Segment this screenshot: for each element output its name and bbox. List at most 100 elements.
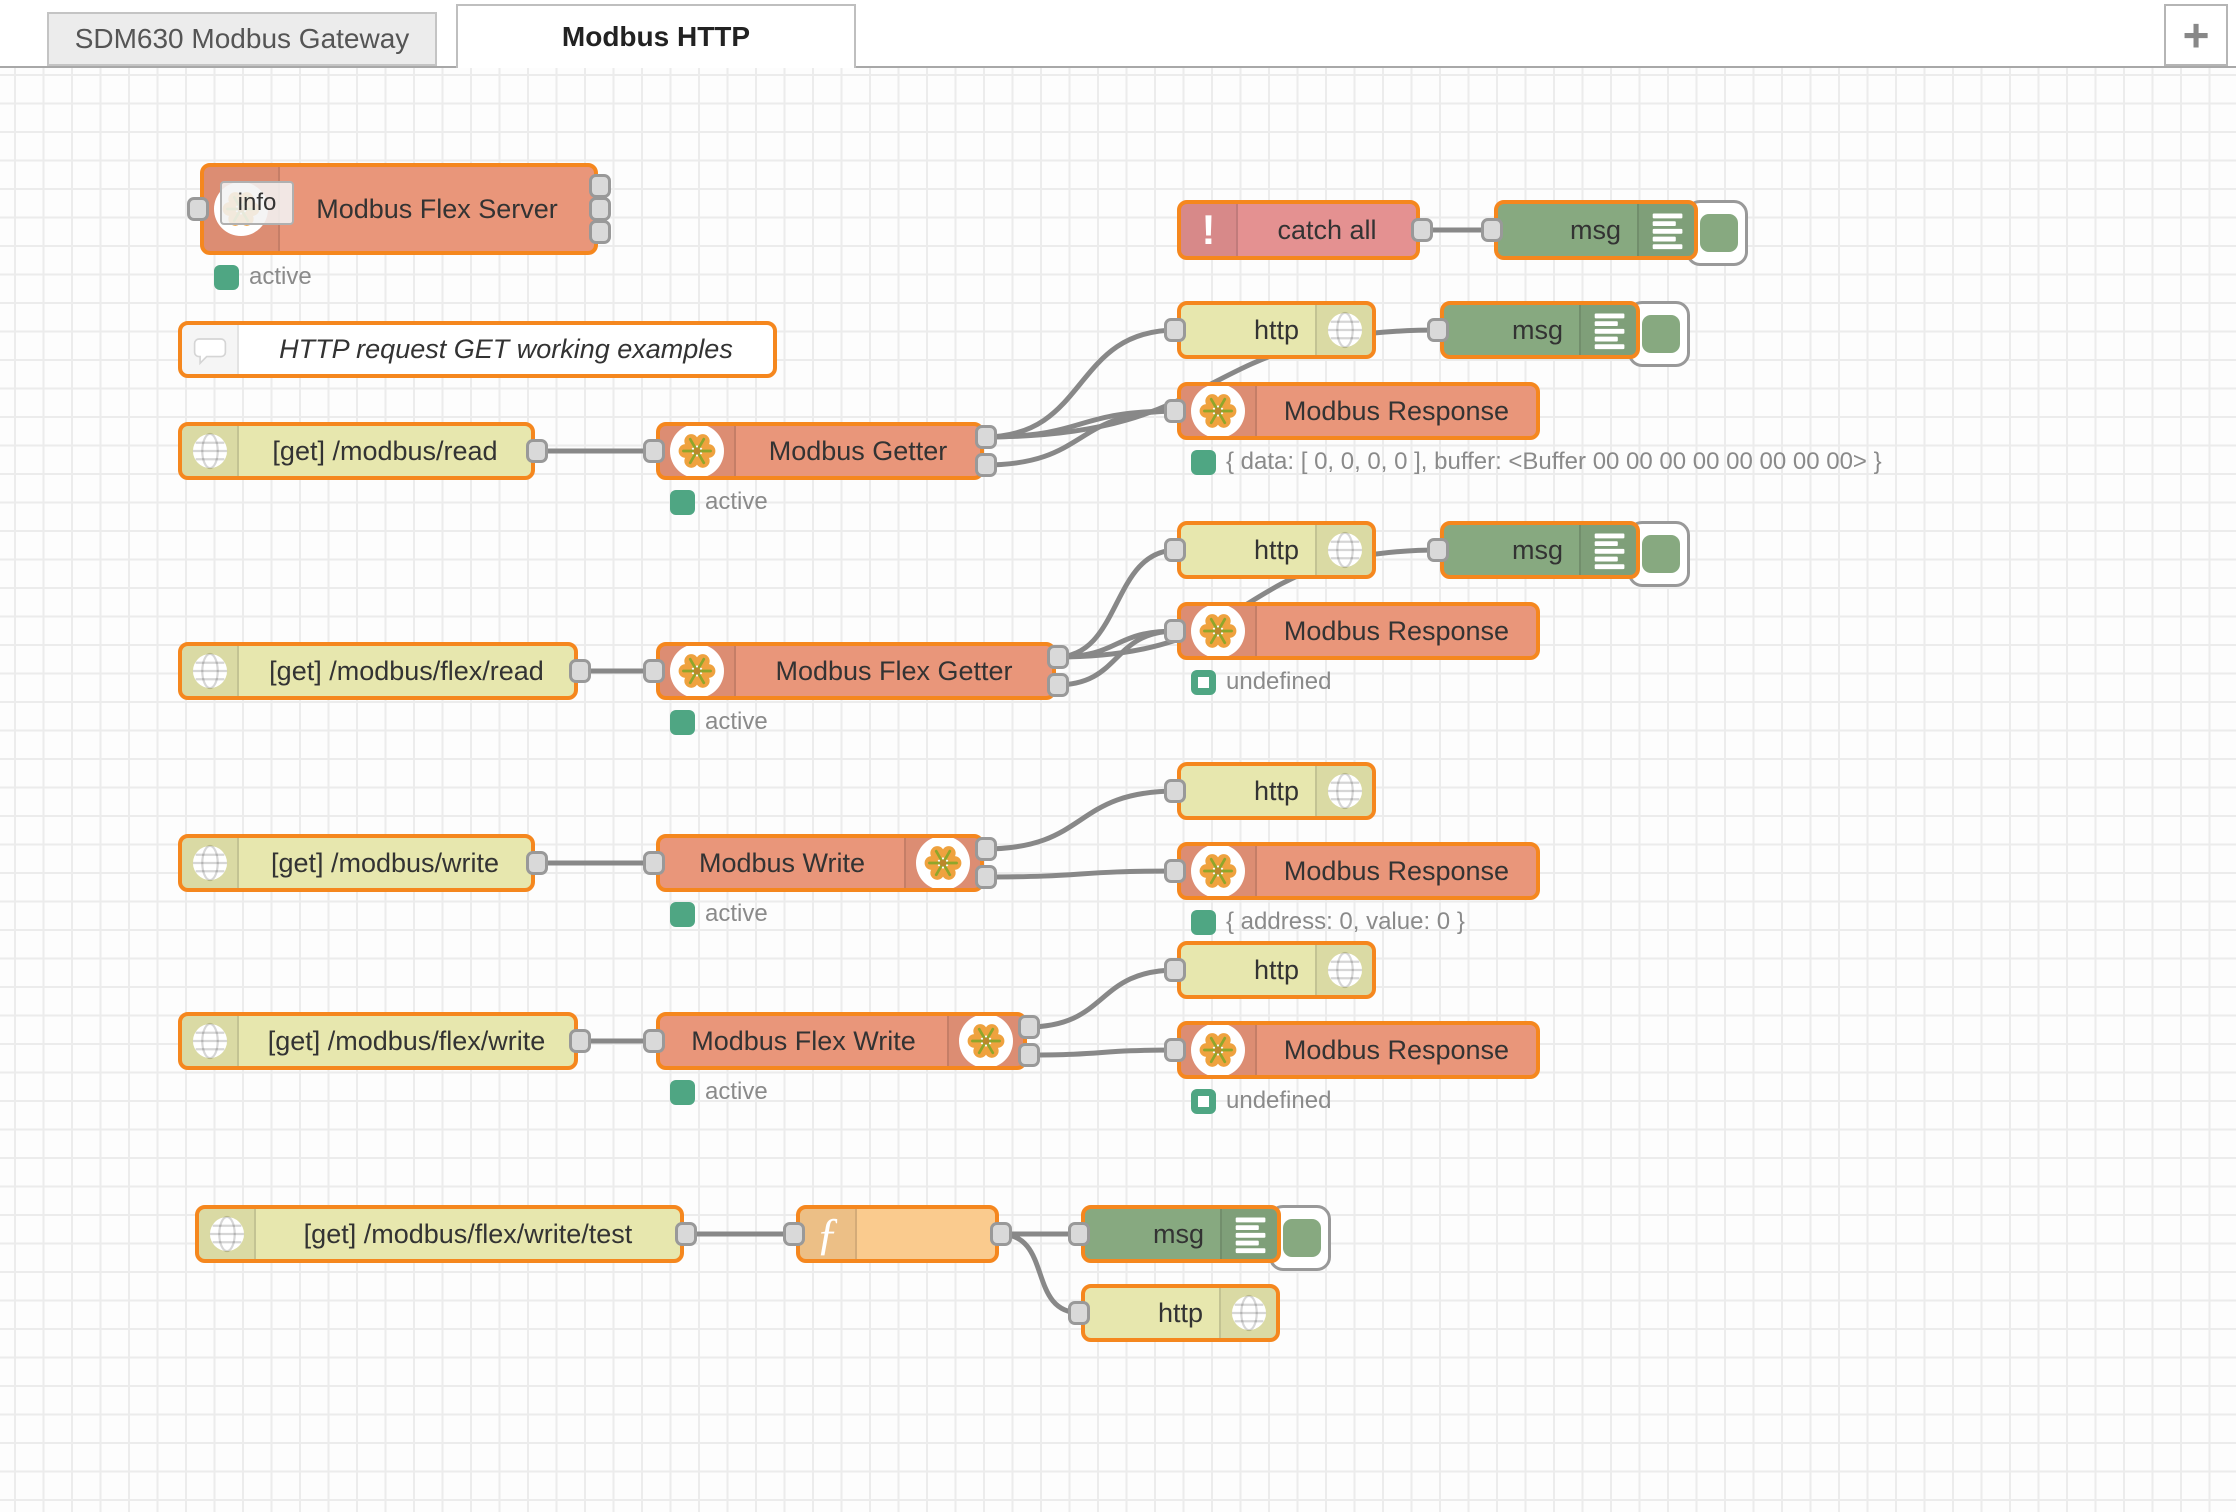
node-body: Modbus Response — [1177, 602, 1540, 660]
node-http-response-2[interactable]: http — [1164, 521, 1376, 579]
add-flow-button[interactable]: + — [2164, 4, 2228, 66]
node-icon-region — [904, 838, 980, 888]
status-text: { data: [ 0, 0, 0, 0 ], buffer: <Buffer … — [1226, 448, 1882, 475]
node-status: undefined — [1191, 1087, 1331, 1115]
tab-modbus-http[interactable]: Modbus HTTP — [456, 4, 856, 68]
node-http-response-3[interactable]: http — [1164, 762, 1376, 820]
info-tooltip: info — [220, 181, 294, 225]
input-port[interactable] — [783, 1222, 805, 1246]
output-port[interactable] — [1047, 645, 1069, 669]
input-port[interactable] — [1427, 318, 1449, 342]
node-http-in-modbus-flex-write-test[interactable]: [get] /modbus/flex/write/test — [195, 1205, 697, 1263]
output-port[interactable] — [675, 1222, 697, 1246]
output-port[interactable] — [569, 659, 591, 683]
input-port[interactable] — [1164, 538, 1186, 562]
node-body: Modbus Flex Write — [656, 1012, 1027, 1070]
output-port[interactable] — [1018, 1043, 1040, 1067]
node-icon-region — [1637, 204, 1694, 256]
node-status: { address: 0, value: 0 } — [1191, 908, 1465, 936]
node-debug-msg-2[interactable]: msg — [1427, 301, 1690, 367]
output-port[interactable] — [526, 851, 548, 875]
modbus-flower-icon — [1191, 606, 1245, 656]
input-port[interactable] — [187, 197, 209, 221]
node-http-response-4[interactable]: http — [1164, 941, 1376, 999]
status-dot-icon — [670, 709, 695, 735]
node-icon-region — [1579, 305, 1636, 355]
node-icon-region — [1315, 945, 1372, 995]
output-port[interactable] — [975, 425, 997, 449]
input-port[interactable] — [1164, 619, 1186, 643]
node-modbus-response-3[interactable]: Modbus Response{ address: 0, value: 0 } — [1164, 842, 1540, 935]
node-http-in-modbus-read[interactable]: [get] /modbus/read — [178, 422, 548, 480]
node-label: http — [1253, 954, 1299, 985]
node-icon-region — [182, 646, 239, 696]
output-port[interactable] — [1018, 1015, 1040, 1039]
output-port[interactable] — [975, 865, 997, 889]
tab-label: SDM630 Modbus Gateway — [74, 23, 410, 54]
input-port[interactable] — [1164, 318, 1186, 342]
node-debug-msg-4[interactable]: msg — [1068, 1205, 1331, 1271]
node-body: !catch all — [1177, 200, 1420, 260]
node-label: [get] /modbus/flex/write/test — [303, 1218, 633, 1249]
tab-sdm630-modbus-gateway[interactable]: SDM630 Modbus Gateway — [47, 12, 437, 66]
input-port[interactable] — [643, 851, 665, 875]
list-icon — [1235, 1217, 1265, 1254]
modbus-flower-icon — [1191, 1025, 1245, 1075]
input-port[interactable] — [643, 659, 665, 683]
node-label: msg — [1511, 534, 1563, 565]
output-port[interactable] — [569, 1029, 591, 1053]
input-port[interactable] — [1164, 1038, 1186, 1062]
node-icon-region — [1181, 606, 1257, 656]
output-port[interactable] — [589, 220, 611, 244]
output-port[interactable] — [975, 453, 997, 477]
output-port[interactable] — [975, 837, 997, 861]
output-port[interactable] — [1047, 673, 1069, 697]
output-port[interactable] — [990, 1222, 1012, 1246]
node-http-in-modbus-write[interactable]: [get] /modbus/write — [178, 834, 548, 892]
output-port[interactable] — [526, 439, 548, 463]
node-body: [get] /modbus/read — [178, 422, 535, 480]
node-http-response-1[interactable]: http — [1164, 301, 1376, 359]
node-http-in-modbus-flex-read[interactable]: [get] /modbus/flex/read — [178, 642, 591, 700]
speech-bubble-icon — [193, 337, 226, 365]
node-catch-all[interactable]: !catch all — [1177, 200, 1433, 260]
input-port[interactable] — [1164, 859, 1186, 883]
input-port[interactable] — [643, 1029, 665, 1053]
input-port[interactable] — [1068, 1222, 1090, 1246]
input-port[interactable] — [1164, 958, 1186, 982]
input-port[interactable] — [1068, 1301, 1090, 1325]
input-port[interactable] — [1164, 399, 1186, 423]
status-text: active — [705, 708, 768, 735]
input-port[interactable] — [1481, 218, 1503, 242]
node-http-in-modbus-flex-write[interactable]: [get] /modbus/flex/write — [178, 1012, 591, 1070]
node-debug-msg-3[interactable]: msg — [1427, 521, 1690, 587]
status-ring-icon — [1191, 1088, 1216, 1114]
input-port[interactable] — [1427, 538, 1449, 562]
input-port[interactable] — [1164, 779, 1186, 803]
node-modbus-response-1[interactable]: Modbus Response{ data: [ 0, 0, 0, 0 ], b… — [1164, 382, 1882, 475]
list-icon — [1594, 533, 1624, 570]
node-label: Modbus Response — [1283, 1034, 1510, 1065]
globe-icon — [1327, 951, 1362, 989]
node-http-response-5[interactable]: http — [1068, 1284, 1280, 1342]
node-debug-msg-1[interactable]: msg — [1481, 200, 1748, 266]
node-comment[interactable]: HTTP request GET working examples — [178, 321, 777, 378]
node-modbus-response-4[interactable]: Modbus Response undefined — [1164, 1021, 1540, 1114]
globe-icon — [192, 1022, 227, 1060]
node-status: active — [670, 708, 768, 736]
output-port[interactable] — [589, 174, 611, 198]
modbus-flower-icon — [916, 838, 970, 888]
output-port[interactable] — [1411, 218, 1433, 242]
node-function[interactable]: ƒ — [783, 1205, 1012, 1263]
list-icon — [1652, 213, 1682, 250]
input-port[interactable] — [643, 439, 665, 463]
node-icon-region — [182, 838, 239, 888]
output-port[interactable] — [589, 197, 611, 221]
tab-label: Modbus HTTP — [561, 21, 751, 52]
